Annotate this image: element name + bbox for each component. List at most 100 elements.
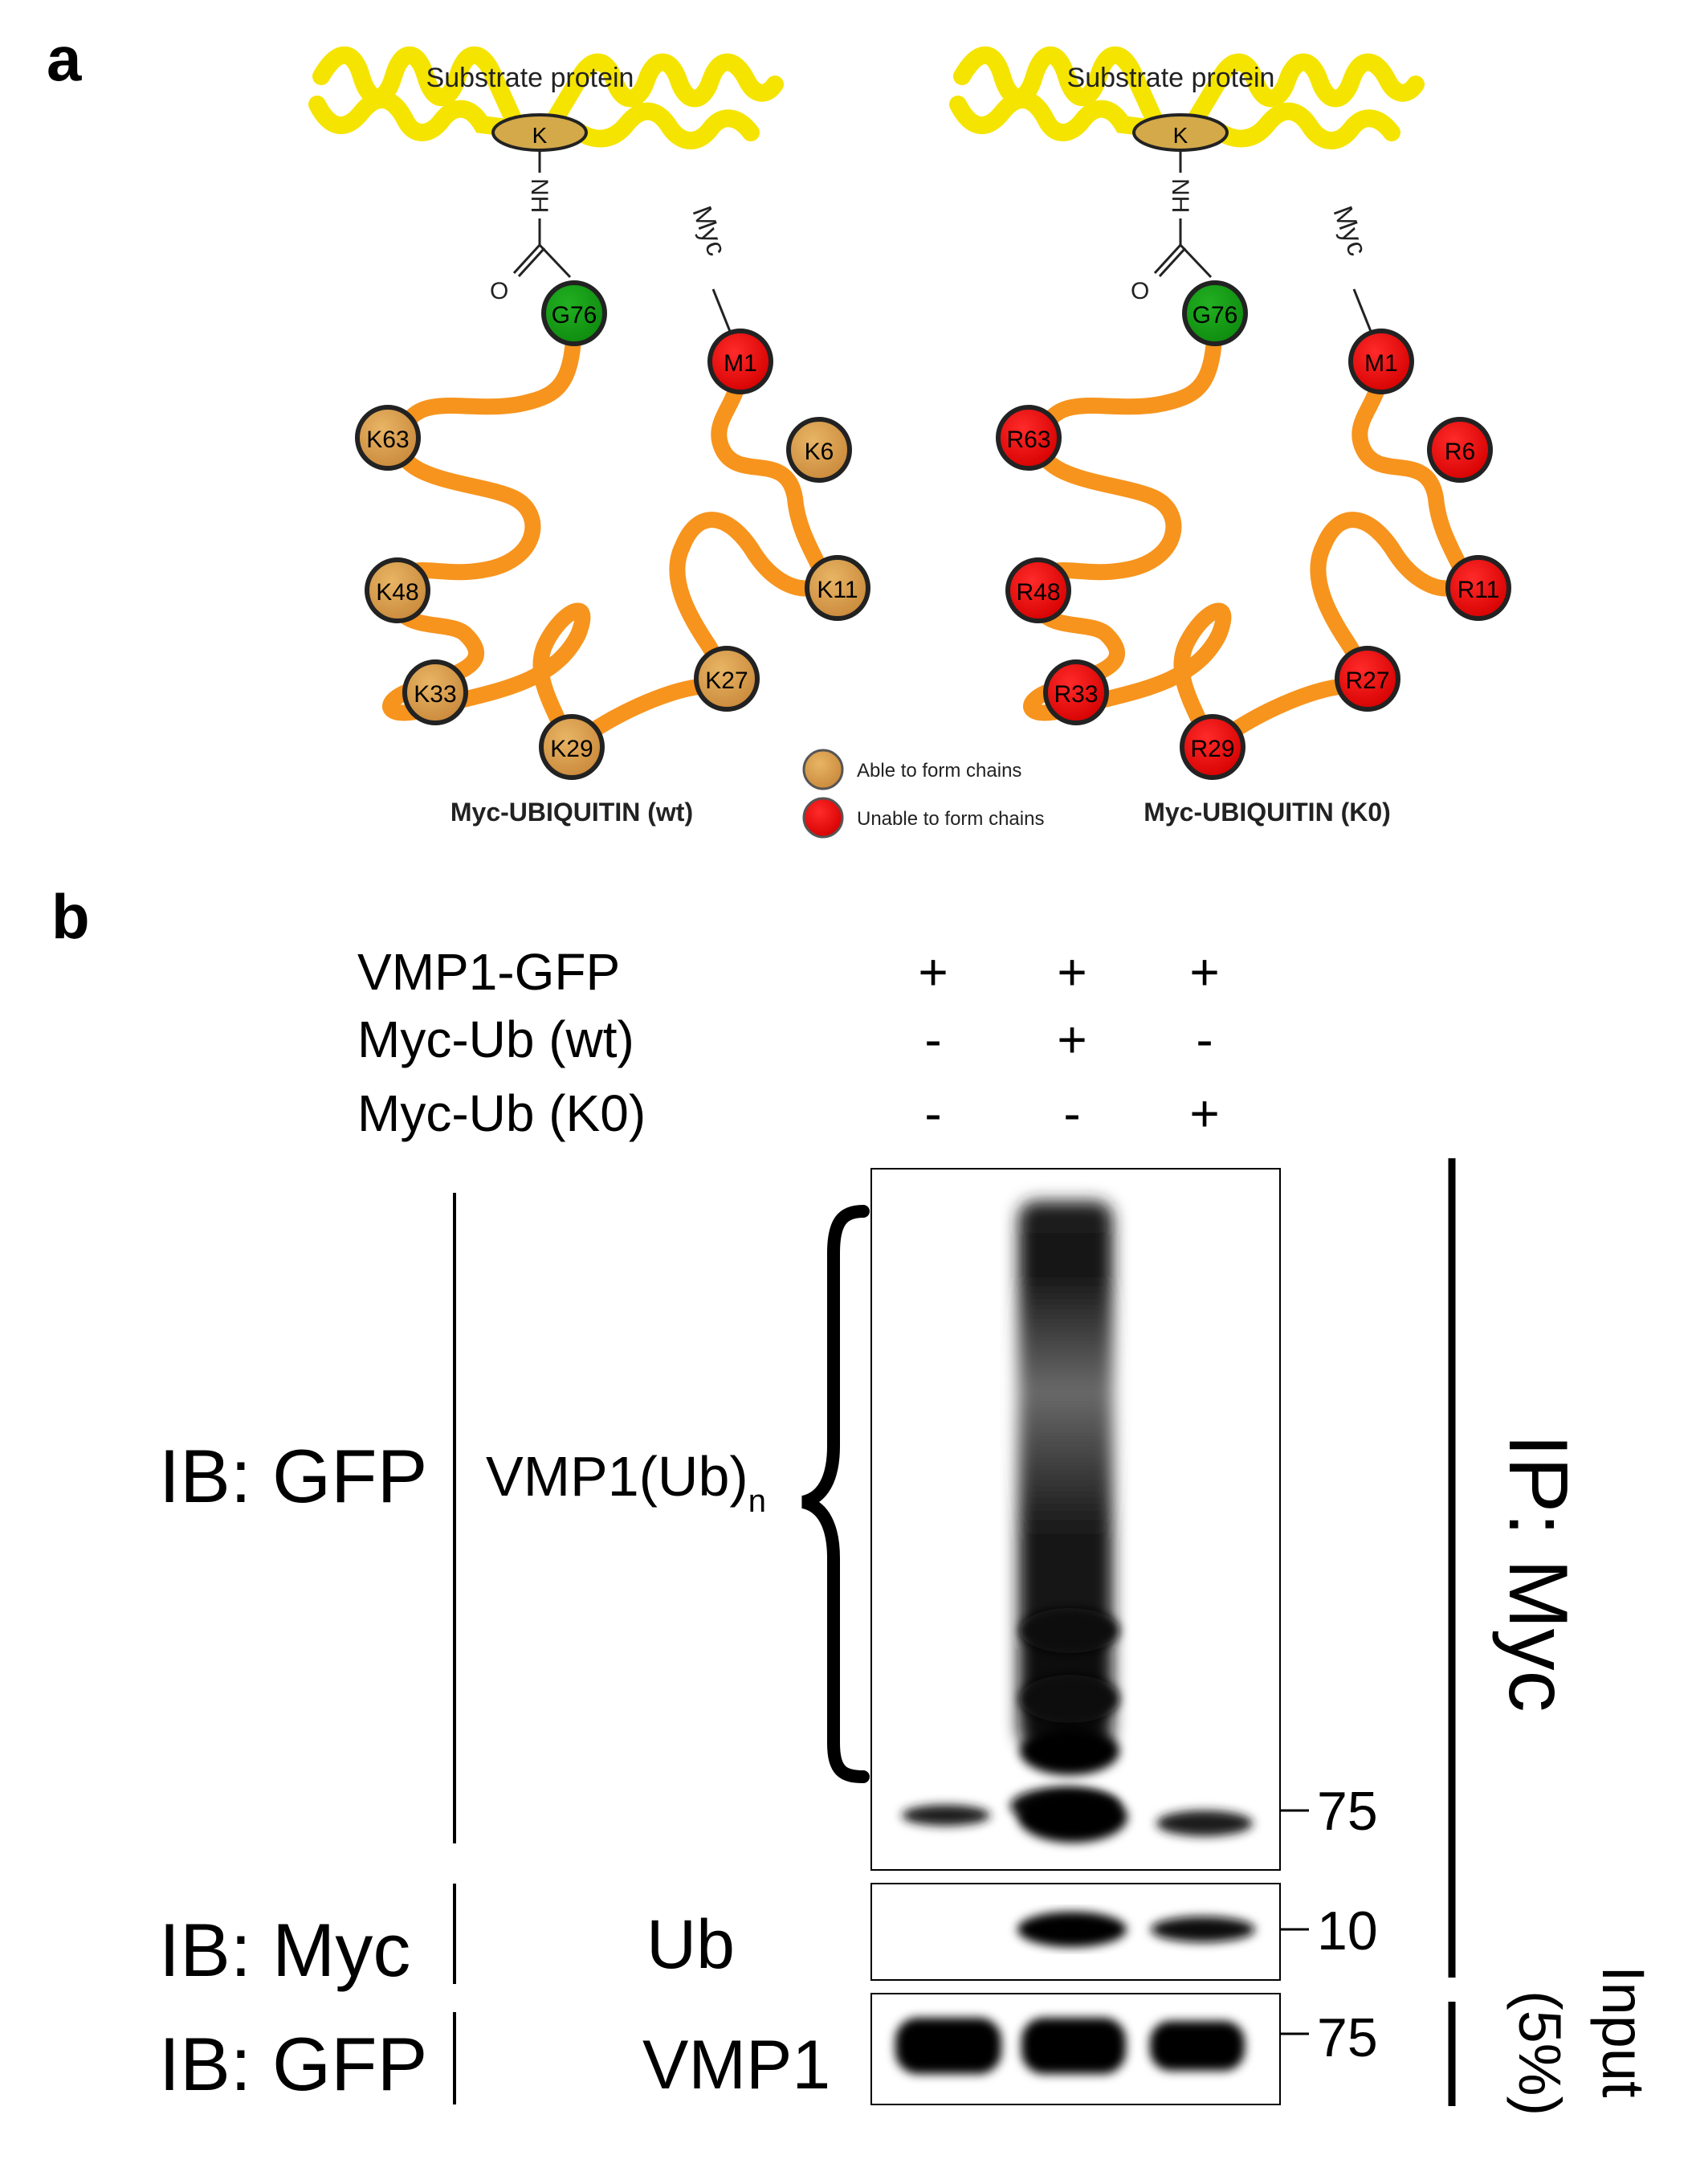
- blot-ib-gfp-ip: [870, 1168, 1281, 1871]
- input-pct-label: (5%): [1506, 1990, 1573, 2116]
- residue-g76-k0: G76: [1182, 280, 1248, 346]
- substrate-protein-squiggle: [312, 46, 784, 129]
- residue-k33-wt: K33: [402, 659, 468, 725]
- marker-75-bottom: 75: [1317, 2007, 1378, 2068]
- lane1-ubwt: -: [924, 1010, 941, 1068]
- band-lane2-ub: [1017, 1912, 1127, 1947]
- myc-tag-wt: Myc: [686, 202, 732, 260]
- myc-tag-k0: Myc: [1327, 202, 1372, 260]
- legend-unable-label: Unable to form chains: [857, 808, 1044, 830]
- residue-r63-k0: R63: [996, 405, 1062, 471]
- svg-text:K: K: [1173, 123, 1188, 148]
- legend: Able to form chains Unable to form chain…: [802, 749, 1044, 839]
- svg-text:R63: R63: [1006, 427, 1050, 453]
- blot-ib-myc: [870, 1883, 1281, 1981]
- condition-row-ubwt: Myc-Ub (wt): [357, 1010, 634, 1068]
- legend-able-swatch: [802, 749, 844, 790]
- lane2-ubwt: +: [1057, 1010, 1086, 1068]
- svg-text:R11: R11: [1458, 577, 1500, 603]
- svg-text:R6: R6: [1445, 439, 1475, 465]
- svg-text:R27: R27: [1345, 667, 1389, 694]
- condition-row-ubk0: Myc-Ub (K0): [357, 1084, 646, 1142]
- panel-b-label: b: [51, 881, 90, 952]
- condition-row-vmp1: VMP1-GFP: [357, 943, 620, 1001]
- residue-k29-wt: K29: [539, 714, 605, 780]
- residue-r6-k0: R6: [1427, 417, 1493, 483]
- ib-gfp-bottom-label: IB: GFP: [159, 2022, 427, 2106]
- legend-able-label: Able to form chains: [857, 760, 1021, 782]
- svg-text:M1: M1: [1364, 350, 1398, 377]
- caption-ubiquitin-wt: Myc-UBIQUITIN (wt): [450, 798, 693, 827]
- svg-text:K33: K33: [414, 681, 456, 708]
- panel-a-label: a: [47, 23, 82, 94]
- svg-text:G76: G76: [1192, 302, 1238, 329]
- svg-text:R29: R29: [1190, 736, 1234, 762]
- marker-10: 10: [1317, 1900, 1378, 1962]
- band-label-ub: Ub: [646, 1906, 735, 1983]
- blot-input-gfp: [870, 1993, 1281, 2105]
- lane3-ubwt: -: [1196, 1010, 1213, 1068]
- svg-text:K48: K48: [376, 579, 418, 606]
- residue-m1-k0: M1: [1348, 329, 1414, 394]
- smear-lane2: [1018, 1201, 1113, 1747]
- residue-r29-k0: R29: [1180, 714, 1246, 780]
- band-lane2-ub-ladder-3: [1020, 1727, 1119, 1775]
- ubiquitin-k0-diagram: Substrate protein K NH O Myc G76 M1 R63 …: [949, 46, 1511, 827]
- band-label-ubn: VMP1(Ub)n: [486, 1445, 766, 1519]
- ip-myc-label: IP: Myc: [1491, 1434, 1584, 1713]
- band-lane1-vmp1: [902, 1805, 990, 1826]
- nh-label: NH: [526, 178, 552, 213]
- lane3-ubk0: +: [1189, 1084, 1219, 1142]
- lane2-vmp1: +: [1057, 943, 1086, 1001]
- input-label: Input: [1590, 1966, 1657, 2098]
- svg-text:K6: K6: [805, 439, 834, 465]
- lane2-ubk0: -: [1063, 1084, 1080, 1142]
- band-label-vmp1: VMP1: [642, 2027, 830, 2104]
- ubiquitin-wt-diagram: Substrate protein K NH O Myc G76 M1 K63: [308, 46, 870, 827]
- residue-r11-k0: R11: [1445, 555, 1511, 621]
- lane1-ubk0: -: [924, 1084, 941, 1142]
- caption-ubiquitin-k0: Myc-UBIQUITIN (K0): [1144, 798, 1391, 827]
- substrate-label-k0: Substrate protein: [1067, 63, 1275, 93]
- legend-unable-swatch: [802, 797, 844, 839]
- ib-gfp-top-label: IB: GFP: [159, 1434, 427, 1518]
- marker-75-top: 75: [1317, 1781, 1378, 1842]
- lane3-vmp1: +: [1189, 943, 1219, 1001]
- band-lane2-vmp1: [1018, 1791, 1127, 1843]
- residue-k48-wt: K48: [365, 557, 430, 623]
- residue-r33-k0: R33: [1043, 659, 1109, 725]
- residue-r27-k0: R27: [1335, 646, 1400, 712]
- residue-g76-wt: G76: [541, 280, 607, 346]
- residue-k63-wt: K63: [355, 405, 421, 471]
- band-lane3-ub: [1151, 1917, 1255, 1942]
- condition-table: VMP1-GFP Myc-Ub (wt) Myc-Ub (K0) + - - +…: [357, 943, 1220, 1142]
- svg-text:K63: K63: [366, 427, 409, 453]
- band-input-lane3: [1150, 2021, 1245, 2071]
- svg-text:K11: K11: [817, 577, 858, 603]
- svg-text:R33: R33: [1054, 681, 1098, 708]
- svg-text:R48: R48: [1016, 579, 1060, 606]
- residue-r48-k0: R48: [1005, 557, 1071, 623]
- residue-m1-wt: M1: [707, 329, 773, 394]
- band-lane2-ub-ladder-1: [1020, 1608, 1119, 1653]
- svg-text:G76: G76: [552, 302, 597, 329]
- band-lane3-vmp1: [1156, 1810, 1253, 1836]
- band-input-lane2: [1021, 2018, 1126, 2074]
- substrate-label-wt: Substrate protein: [426, 63, 634, 93]
- band-lane2-ub-ladder-2: [1020, 1675, 1119, 1723]
- svg-text:K29: K29: [550, 736, 593, 762]
- ubn-brace: [801, 1205, 870, 1783]
- svg-text:K27: K27: [705, 667, 748, 694]
- lane1-vmp1: +: [918, 943, 948, 1001]
- residue-k27-wt: K27: [694, 646, 760, 712]
- band-input-lane1: [895, 2018, 1001, 2074]
- svg-text:M1: M1: [724, 350, 757, 377]
- residue-k6-wt: K6: [786, 417, 852, 483]
- substrate-lysine-label: K: [532, 123, 548, 148]
- ib-myc-label: IB: Myc: [159, 1908, 410, 1992]
- carbonyl-o: O: [490, 278, 508, 304]
- residue-k11-wt: K11: [805, 555, 870, 621]
- svg-text:NH: NH: [1167, 178, 1193, 213]
